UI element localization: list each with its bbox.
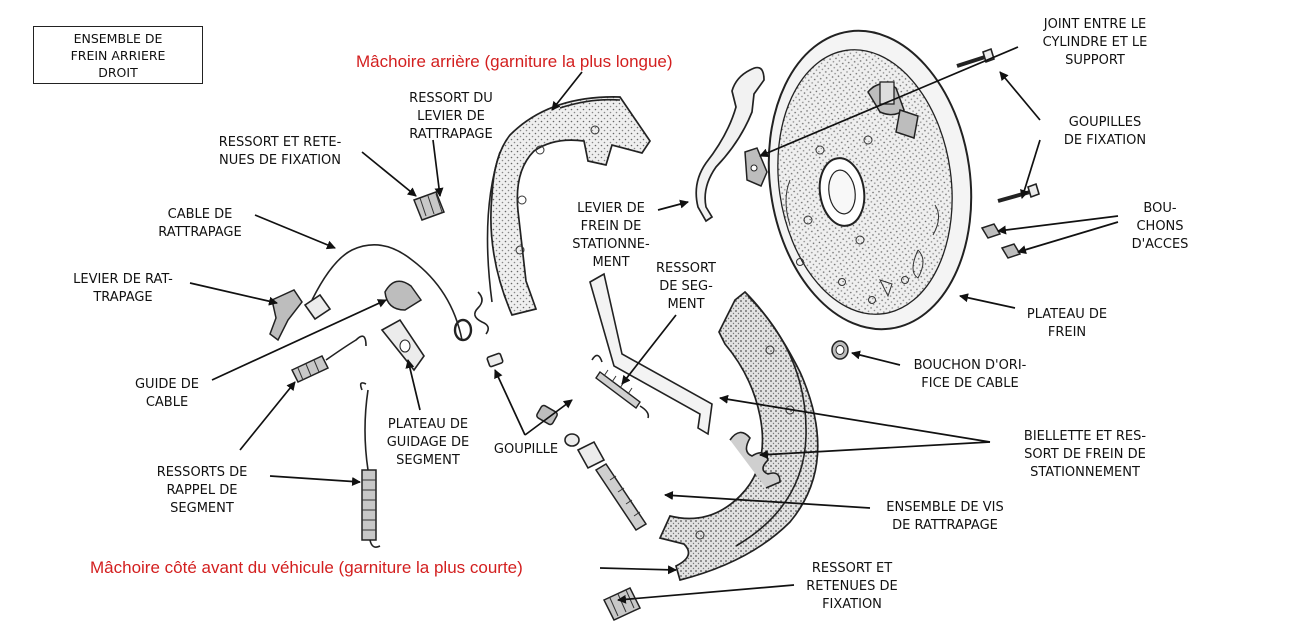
rear-shoe-highlight: Mâchoire arrière (garniture la plus long… — [356, 52, 673, 71]
parking-brake-lever — [695, 66, 765, 223]
label-plateau-guidage: PLATEAU DE GUIDAGE DE SEGMENT — [386, 417, 470, 468]
label-guide-cable: GUIDE DE CABLE — [134, 377, 199, 410]
retainer-spring-bottom — [602, 587, 642, 621]
front-brake-shoe — [658, 290, 819, 582]
label-bouchon-orifice: BOUCHON D'ORI- FICE DE CABLE — [913, 358, 1027, 391]
title-box: ENSEMBLE DE FREIN ARRIERE DROIT — [33, 26, 203, 84]
pin-part — [486, 352, 504, 368]
label-cable-rattrapage: CABLE DE RATTRAPAGE — [158, 207, 242, 240]
cable-guide-part — [384, 280, 423, 311]
backing-plate — [767, 29, 973, 331]
front-shoe-highlight: Mâchoire côté avant du véhicule (garnitu… — [90, 558, 523, 577]
leader-lines — [189, 46, 1119, 604]
cylinder-gasket — [744, 147, 768, 187]
small-clip — [474, 291, 490, 335]
adjuster-cable — [303, 244, 473, 342]
label-bouchons-acces: BOU- CHONS D'ACCES — [1131, 201, 1189, 252]
shoe-spring — [591, 354, 650, 419]
label-joint: JOINT ENTRE LE CYLINDRE ET LE SUPPORT — [1042, 17, 1148, 68]
label-levier-stationnement: LEVIER DE FREIN DE STATIONNE- MENT — [572, 201, 650, 270]
label-ressort-retenues-bas: RESSORT ET RETENUES DE FIXATION — [806, 561, 898, 612]
adjuster-lever — [269, 289, 303, 342]
label-ressort-segment: RESSORT DE SEG- MENT — [655, 261, 716, 312]
adjuster-screw — [536, 404, 648, 532]
parking-strut — [589, 272, 713, 436]
adjuster-lever-spring — [413, 191, 445, 221]
label-ressorts-rappel: RESSORTS DE RAPPEL DE SEGMENT — [156, 465, 248, 516]
return-springs — [290, 335, 381, 548]
label-goupilles-fixation: GOUPILLES DE FIXATION — [1063, 115, 1147, 148]
shoe-guide-plate-part — [380, 318, 425, 372]
label-levier-rattrapage: LEVIER DE RAT- TRAPAGE — [73, 272, 173, 305]
title-box-text: ENSEMBLE DE FREIN ARRIERE DROIT — [70, 30, 166, 80]
rear-brake-shoe — [486, 96, 652, 316]
cable-hole-plug — [831, 340, 849, 360]
label-ressort-levier: RESSORT DU LEVIER DE RATTRAPAGE — [409, 91, 493, 142]
access-plugs — [980, 223, 1022, 259]
label-ressort-retenues-haut: RESSORT ET RETE- NUES DE FIXATION — [218, 135, 342, 168]
label-plateau-frein: PLATEAU DE FREIN — [1026, 307, 1108, 340]
label-vis-rattrapage: ENSEMBLE DE VIS DE RATTRAPAGE — [886, 500, 1004, 533]
label-biellette: BIELLETTE ET RES- SORT DE FREIN DE STATI… — [1023, 429, 1147, 480]
label-goupille: GOUPILLE — [493, 442, 559, 457]
